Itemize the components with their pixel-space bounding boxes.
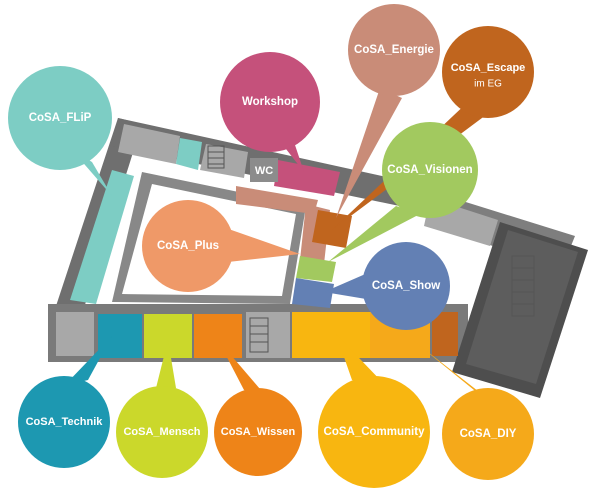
wc-tag: WC — [250, 158, 278, 182]
stairs — [207, 145, 535, 353]
bubble-diy-label: CoSA_DIY — [460, 428, 517, 440]
bubble-show-label: CoSA_Show — [372, 280, 440, 292]
bubble-plus-label: CoSA_Plus — [157, 240, 219, 252]
bubble-visionen[interactable]: CoSA_Visionen — [328, 122, 478, 262]
bubble-flip-label: CoSA_FLiP — [29, 112, 92, 124]
zone-escape-area — [312, 210, 352, 248]
bubble-technik[interactable]: CoSA_Technik — [18, 336, 112, 468]
bubble-visionen-label: CoSA_Visionen — [387, 164, 472, 176]
zone-visionen-area — [296, 256, 336, 282]
zone-energie-area — [236, 186, 318, 214]
zone-community-area — [292, 312, 370, 358]
bubble-mensch-label: CoSA_Mensch — [123, 426, 200, 438]
bubble-diy[interactable]: CoSA_DIY — [410, 338, 534, 480]
bubble-community[interactable]: CoSA_Community — [318, 334, 430, 488]
bubble-plus[interactable]: CoSA_Plus — [142, 200, 300, 292]
bubble-energie-label: CoSA_Energie — [354, 44, 434, 56]
bubble-escape-label: CoSA_Escape — [451, 62, 526, 74]
zone-technik-area — [98, 314, 142, 358]
bubble-wissen[interactable]: CoSA_Wissen — [214, 340, 302, 476]
zone-workshop-area — [274, 160, 340, 196]
zone-show-area — [292, 278, 334, 308]
colored-zones — [70, 138, 458, 358]
zone-wissen-area — [194, 314, 242, 358]
bubble-technik-label: CoSA_Technik — [26, 416, 104, 428]
svg-text:WC: WC — [255, 165, 273, 177]
bubble-show[interactable]: CoSA_Show — [324, 242, 450, 330]
bubble-energie[interactable]: CoSA_Energie — [336, 4, 440, 218]
zone-flip-area — [70, 170, 134, 304]
bubble-escape-sublabel: im EG — [474, 79, 502, 90]
bubble-wissen-label: CoSA_Wissen — [221, 426, 296, 438]
bubble-flip[interactable]: CoSA_FLiP — [8, 66, 112, 196]
bubble-community-label: CoSA_Community — [324, 426, 426, 438]
bubble-mensch[interactable]: CoSA_Mensch — [116, 340, 208, 478]
bubble-workshop[interactable]: Workshop — [220, 52, 320, 172]
bubble-workshop-label: Workshop — [242, 96, 298, 108]
